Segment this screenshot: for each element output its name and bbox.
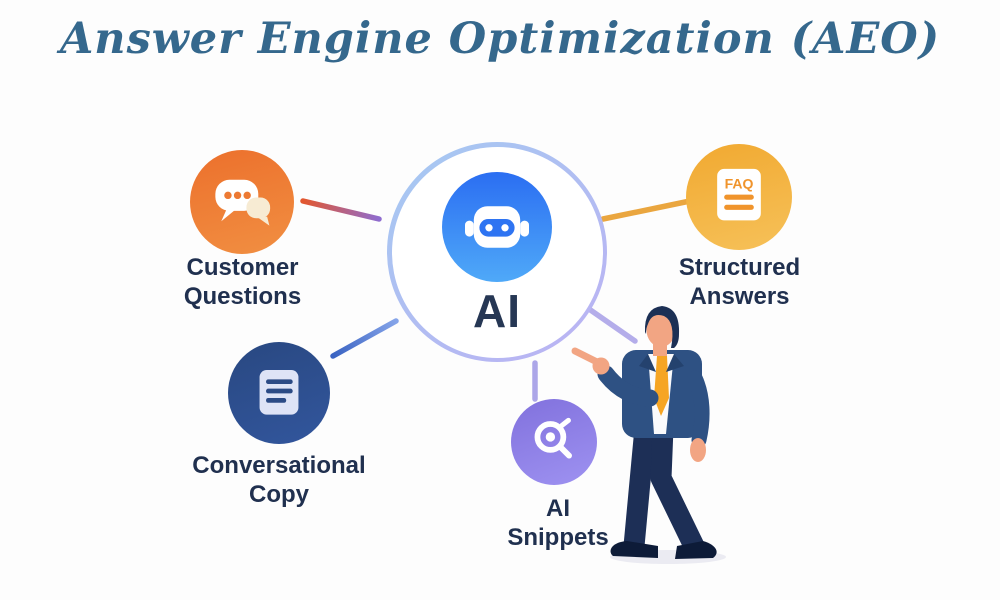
connector-conversational-copy-line xyxy=(330,318,399,359)
ai-snippets-label: AI Snippets xyxy=(478,494,638,552)
faq-icon-label: FAQ xyxy=(725,175,754,191)
structured-answers-label-line2: Answers xyxy=(689,283,790,310)
connector-customer-questions-line xyxy=(300,198,382,222)
connector-structured-answers-line xyxy=(600,198,693,222)
pointing-hand xyxy=(571,347,603,367)
structured-answers-circle: FAQ xyxy=(686,144,792,250)
ai-hub-circle: AI xyxy=(387,142,607,362)
faq-document-icon: FAQ xyxy=(717,168,761,221)
ai-hub-label: AI xyxy=(473,284,521,337)
chat-bubbles-icon xyxy=(215,179,271,226)
conversational-copy-label: Conversational Copy xyxy=(168,451,390,509)
ai-snippets-circle xyxy=(511,399,597,485)
structured-answers-label: Structured Answers xyxy=(637,253,842,311)
magnifier-target-icon xyxy=(534,417,572,459)
customer-questions-label-line2: Questions xyxy=(183,283,302,310)
ai-hub-inner: AI xyxy=(391,146,603,358)
ai-snippets-label-line2: Snippets xyxy=(507,524,609,551)
diagram-title: Answer Engine Optimization (AEO) xyxy=(59,14,941,64)
conversational-copy-label-line1: Conversational xyxy=(192,452,366,479)
structured-answers-label-line1: Structured xyxy=(678,254,801,281)
conversational-copy-circle xyxy=(228,342,330,444)
robot-badge xyxy=(442,171,552,282)
businessman-illustration xyxy=(571,306,726,564)
robot-icon xyxy=(465,205,529,248)
ai-snippets-label-line1: AI xyxy=(546,495,570,522)
customer-questions-circle xyxy=(190,150,294,254)
person-hair xyxy=(644,306,680,348)
customer-questions-label-line1: Customer xyxy=(186,254,299,281)
customer-questions-label: Customer Questions xyxy=(140,253,345,311)
document-lines-icon xyxy=(259,369,299,415)
conversational-copy-label-line2: Copy xyxy=(249,481,309,508)
